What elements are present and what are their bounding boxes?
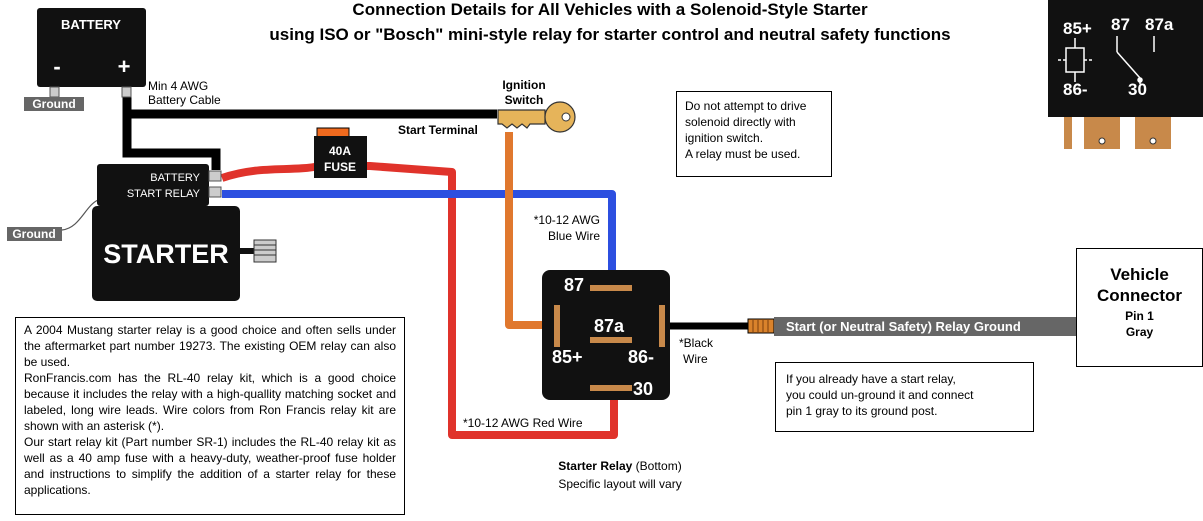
- starter-label: STARTER: [103, 239, 229, 269]
- existing-relay-note-line: If you already have a start relay,: [786, 372, 956, 386]
- ground-connector-sleeve: [747, 318, 775, 334]
- starter-motor: [92, 206, 240, 301]
- relay-pin-87: [590, 285, 632, 291]
- key-icon: [497, 101, 576, 133]
- relay-label-87a: 87a: [594, 316, 625, 336]
- blue-wire-label-2: Blue Wire: [548, 229, 600, 243]
- red-wire: [220, 162, 618, 439]
- battery-minus: -: [53, 54, 60, 79]
- relay-caption-rest: (Bottom): [632, 459, 681, 473]
- existing-relay-note: If you already have a start relay, you c…: [775, 362, 1034, 432]
- black-wire-label-2: Wire: [683, 352, 708, 366]
- starter-relay-body: [542, 270, 670, 400]
- battery: BATTERY - +: [37, 8, 146, 98]
- orange-wire: [505, 132, 556, 329]
- fuse-body: [314, 136, 367, 178]
- starter-gear: [253, 239, 277, 263]
- starter-gear-shaft: [240, 248, 254, 254]
- relay-recommendation-note: A 2004 Mustang starter relay is a good c…: [15, 317, 405, 515]
- existing-relay-note-line: pin 1 gray to its ground post.: [786, 404, 938, 418]
- vehicle-connector-color: Gray: [1125, 325, 1154, 339]
- battery-ground-tag: Ground: [24, 97, 84, 111]
- starter-ground-wire: [61, 199, 99, 231]
- vehicle-connector-pin: Pin 1: [1125, 309, 1154, 323]
- relay-label-87: 87: [564, 275, 584, 295]
- schematic-body: [1048, 0, 1203, 117]
- starter-relay: 87 87a 85+ 86- 30: [542, 270, 670, 400]
- recommendation-paragraph: RonFrancis.com has the RL-40 relay kit, …: [24, 371, 396, 433]
- starter-ground-label: Ground: [12, 227, 55, 241]
- warning-note: Do not attempt to drive solenoid directl…: [676, 91, 832, 177]
- blue-wire: [222, 190, 616, 286]
- schematic-label-85: 85+: [1063, 19, 1092, 38]
- relay-pin-87a: [590, 337, 632, 343]
- battery-negative-post: [49, 86, 60, 98]
- ignition-label-1: Ignition: [502, 78, 545, 92]
- start-terminal-label: Start Terminal: [398, 123, 478, 137]
- schematic-pin-left: [1064, 117, 1072, 149]
- relay-pin-85: [554, 305, 560, 347]
- starter-terminal-battery-label: BATTERY: [150, 172, 200, 184]
- coil-symbol-icon: [1058, 38, 1094, 82]
- fuse-label-2: FUSE: [324, 160, 356, 174]
- battery-plus: +: [118, 54, 131, 79]
- relay-label-85: 85+: [552, 347, 583, 367]
- recommendation-paragraph: A 2004 Mustang starter relay is a good c…: [24, 323, 396, 369]
- vehicle-connector: Vehicle Connector Pin 1 Gray: [1076, 248, 1203, 367]
- blue-wire-label-1: *10-12 AWG: [534, 213, 600, 227]
- red-wire-label: *10-12 AWG Red Wire: [463, 416, 583, 430]
- schematic-label-86: 86-: [1063, 80, 1088, 99]
- relay-caption-2: Specific layout will vary: [558, 477, 681, 491]
- ground-lead-bar: [774, 317, 1076, 336]
- relay-caption-1: Starter Relay (Bottom): [558, 459, 681, 473]
- switch-symbol-icon: [1116, 36, 1155, 84]
- warning-note-line: solenoid directly with: [685, 115, 796, 129]
- black-wire-label-1: *Black: [679, 336, 714, 350]
- relay-pin-30: [590, 385, 632, 391]
- relay-caption-bold: Starter Relay: [558, 459, 632, 473]
- fuse-label-1: 40A: [329, 144, 351, 158]
- relay-label-86: 86-: [628, 347, 654, 367]
- fuse-cap: [316, 127, 350, 138]
- relay-pin-86: [659, 305, 665, 347]
- starter: BATTERY START RELAY STARTER: [92, 164, 277, 301]
- existing-relay-note-line: you could un-ground it and connect: [786, 388, 974, 402]
- battery-body: [37, 8, 146, 87]
- vehicle-connector-title: Vehicle Connector: [1097, 265, 1182, 305]
- warning-note-line: Do not attempt to drive: [685, 99, 807, 113]
- schematic-label-87a: 87a: [1145, 15, 1174, 34]
- battery-label: BATTERY: [61, 17, 121, 32]
- starter-start-relay-terminal: [208, 186, 222, 198]
- relay-label-30: 30: [633, 379, 653, 399]
- battery-ground-label: Ground: [32, 97, 75, 111]
- wire-layer: [61, 97, 748, 439]
- battery-cable-label-2: Battery Cable: [148, 93, 221, 107]
- battery-positive-post: [121, 86, 132, 98]
- ground-connector: Start (or Neutral Safety) Relay Ground: [747, 317, 1076, 336]
- starter-solenoid: [97, 164, 209, 206]
- relay-schematic: 85+ 87 87a 86- 30: [1048, 0, 1203, 149]
- battery-cable-label-1: Min 4 AWG: [148, 79, 208, 93]
- starter-ground-tag: Ground: [7, 227, 62, 241]
- ground-lead-label: Start (or Neutral Safety) Relay Ground: [786, 319, 1021, 334]
- warning-note-line: A relay must be used.: [685, 147, 801, 161]
- recommendation-paragraph: Our start relay kit (Part number SR-1) i…: [24, 435, 396, 497]
- title-line-2: using ISO or "Bosch" mini-style relay fo…: [269, 25, 950, 44]
- schematic-label-87: 87: [1111, 15, 1130, 34]
- title-line-1: Connection Details for All Vehicles with…: [352, 0, 868, 19]
- battery-positive-cable: [122, 97, 221, 170]
- fuse: 40A FUSE: [314, 127, 367, 178]
- starter-battery-terminal: [208, 170, 222, 182]
- ignition-label-2: Switch: [505, 93, 544, 107]
- schematic-label-30: 30: [1128, 80, 1147, 99]
- warning-note-line: ignition switch.: [685, 131, 764, 145]
- starter-terminal-start-relay-label: START RELAY: [127, 188, 201, 200]
